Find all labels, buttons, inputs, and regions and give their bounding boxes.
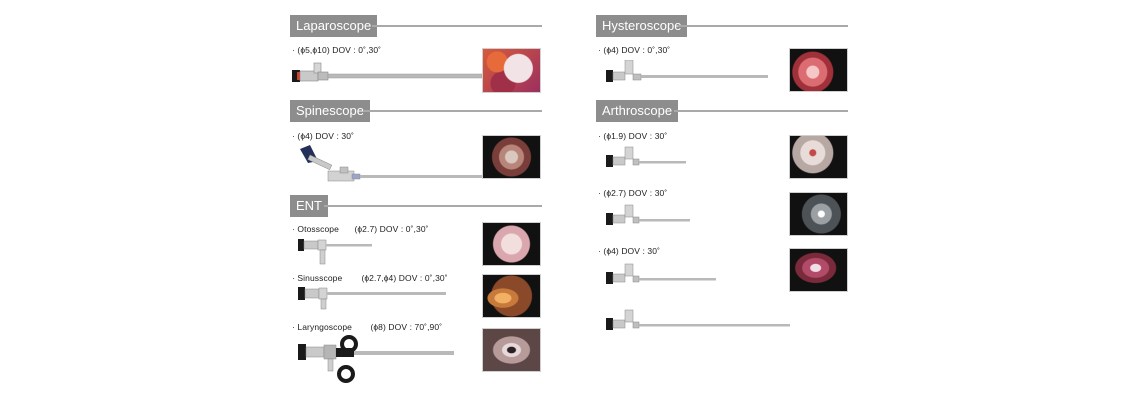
arthroscope-2-7-image [606, 204, 690, 225]
ent-item-name: · Laryngoscope [292, 322, 352, 332]
section-divider [363, 110, 542, 112]
laparoscope-spec: · (ɸ5,ɸ10) DOV : 0˚,30˚ [292, 45, 382, 55]
arthroscope-1-9-image [606, 146, 686, 167]
laryngoscope-view-image [482, 328, 541, 372]
section-divider [678, 25, 848, 27]
spinescope-spec: · (ɸ4) DOV : 30˚ [292, 131, 355, 141]
ent-item-spec: (ɸ2.7) DOV : 0˚,30˚ [354, 224, 429, 234]
ent-item-spec: (ɸ8) DOV : 70˚,90˚ [370, 322, 443, 332]
spinescope-image [300, 145, 482, 182]
laparoscope-image [292, 62, 482, 82]
ent-item-name: · Sinusscope [292, 273, 343, 283]
arthroscope-long-image [606, 309, 790, 330]
hysteroscope-view-image [789, 48, 848, 92]
arthroscope-1-9-view-image [789, 135, 848, 179]
arthroscope-2-7-view-image [789, 192, 848, 236]
hysteroscope-spec: · (ɸ4) DOV : 0˚,30˚ [598, 45, 671, 55]
section-title-hysteroscope: Hysteroscope [596, 15, 688, 37]
section-title-spinescope: Spinescope [290, 100, 370, 122]
section-divider [674, 110, 848, 112]
ent-item-laryngoscope: · Laryngoscope (ɸ8) DOV : 70˚,90˚ [292, 322, 442, 332]
section-header-ent: ENT [290, 195, 542, 217]
arthroscope-spec-1: · (ɸ1.9) DOV : 30˚ [598, 131, 668, 141]
arthroscope-spec-2: · (ɸ2.7) DOV : 30˚ [598, 188, 668, 198]
otoscope-image [298, 239, 372, 265]
section-header-arthroscope: Arthroscope [596, 100, 848, 122]
section-title-arthroscope: Arthroscope [596, 100, 679, 122]
sinusscope-image [298, 287, 446, 310]
ent-item-sinusscope: · Sinusscope (ɸ2.7,ɸ4) DOV : 0˚,30˚ [292, 273, 448, 283]
section-divider [324, 205, 542, 207]
section-header-hysteroscope: Hysteroscope [596, 15, 848, 37]
section-title-ent: ENT [290, 195, 328, 217]
spinescope-view-image [482, 135, 541, 179]
otoscope-view-image [482, 222, 541, 266]
section-header-spinescope: Spinescope [290, 100, 542, 122]
section-header-laparoscope: Laparoscope [290, 15, 542, 37]
arthroscope-4-view-image [789, 248, 848, 292]
section-title-laparoscope: Laparoscope [290, 15, 378, 37]
ent-item-spec: (ɸ2.7,ɸ4) DOV : 0˚,30˚ [361, 273, 448, 283]
arthroscope-4-image [606, 263, 716, 284]
laryngoscope-image [298, 335, 454, 383]
hysteroscope-image [606, 60, 768, 82]
section-divider [372, 25, 542, 27]
ent-item-name: · Otosscope [292, 224, 339, 234]
laparoscope-view-image [482, 48, 541, 93]
arthroscope-spec-3: · (ɸ4) DOV : 30˚ [598, 246, 661, 256]
ent-item-otosscope: · Otosscope (ɸ2.7) DOV : 0˚,30˚ [292, 224, 429, 234]
sinusscope-view-image [482, 274, 541, 318]
